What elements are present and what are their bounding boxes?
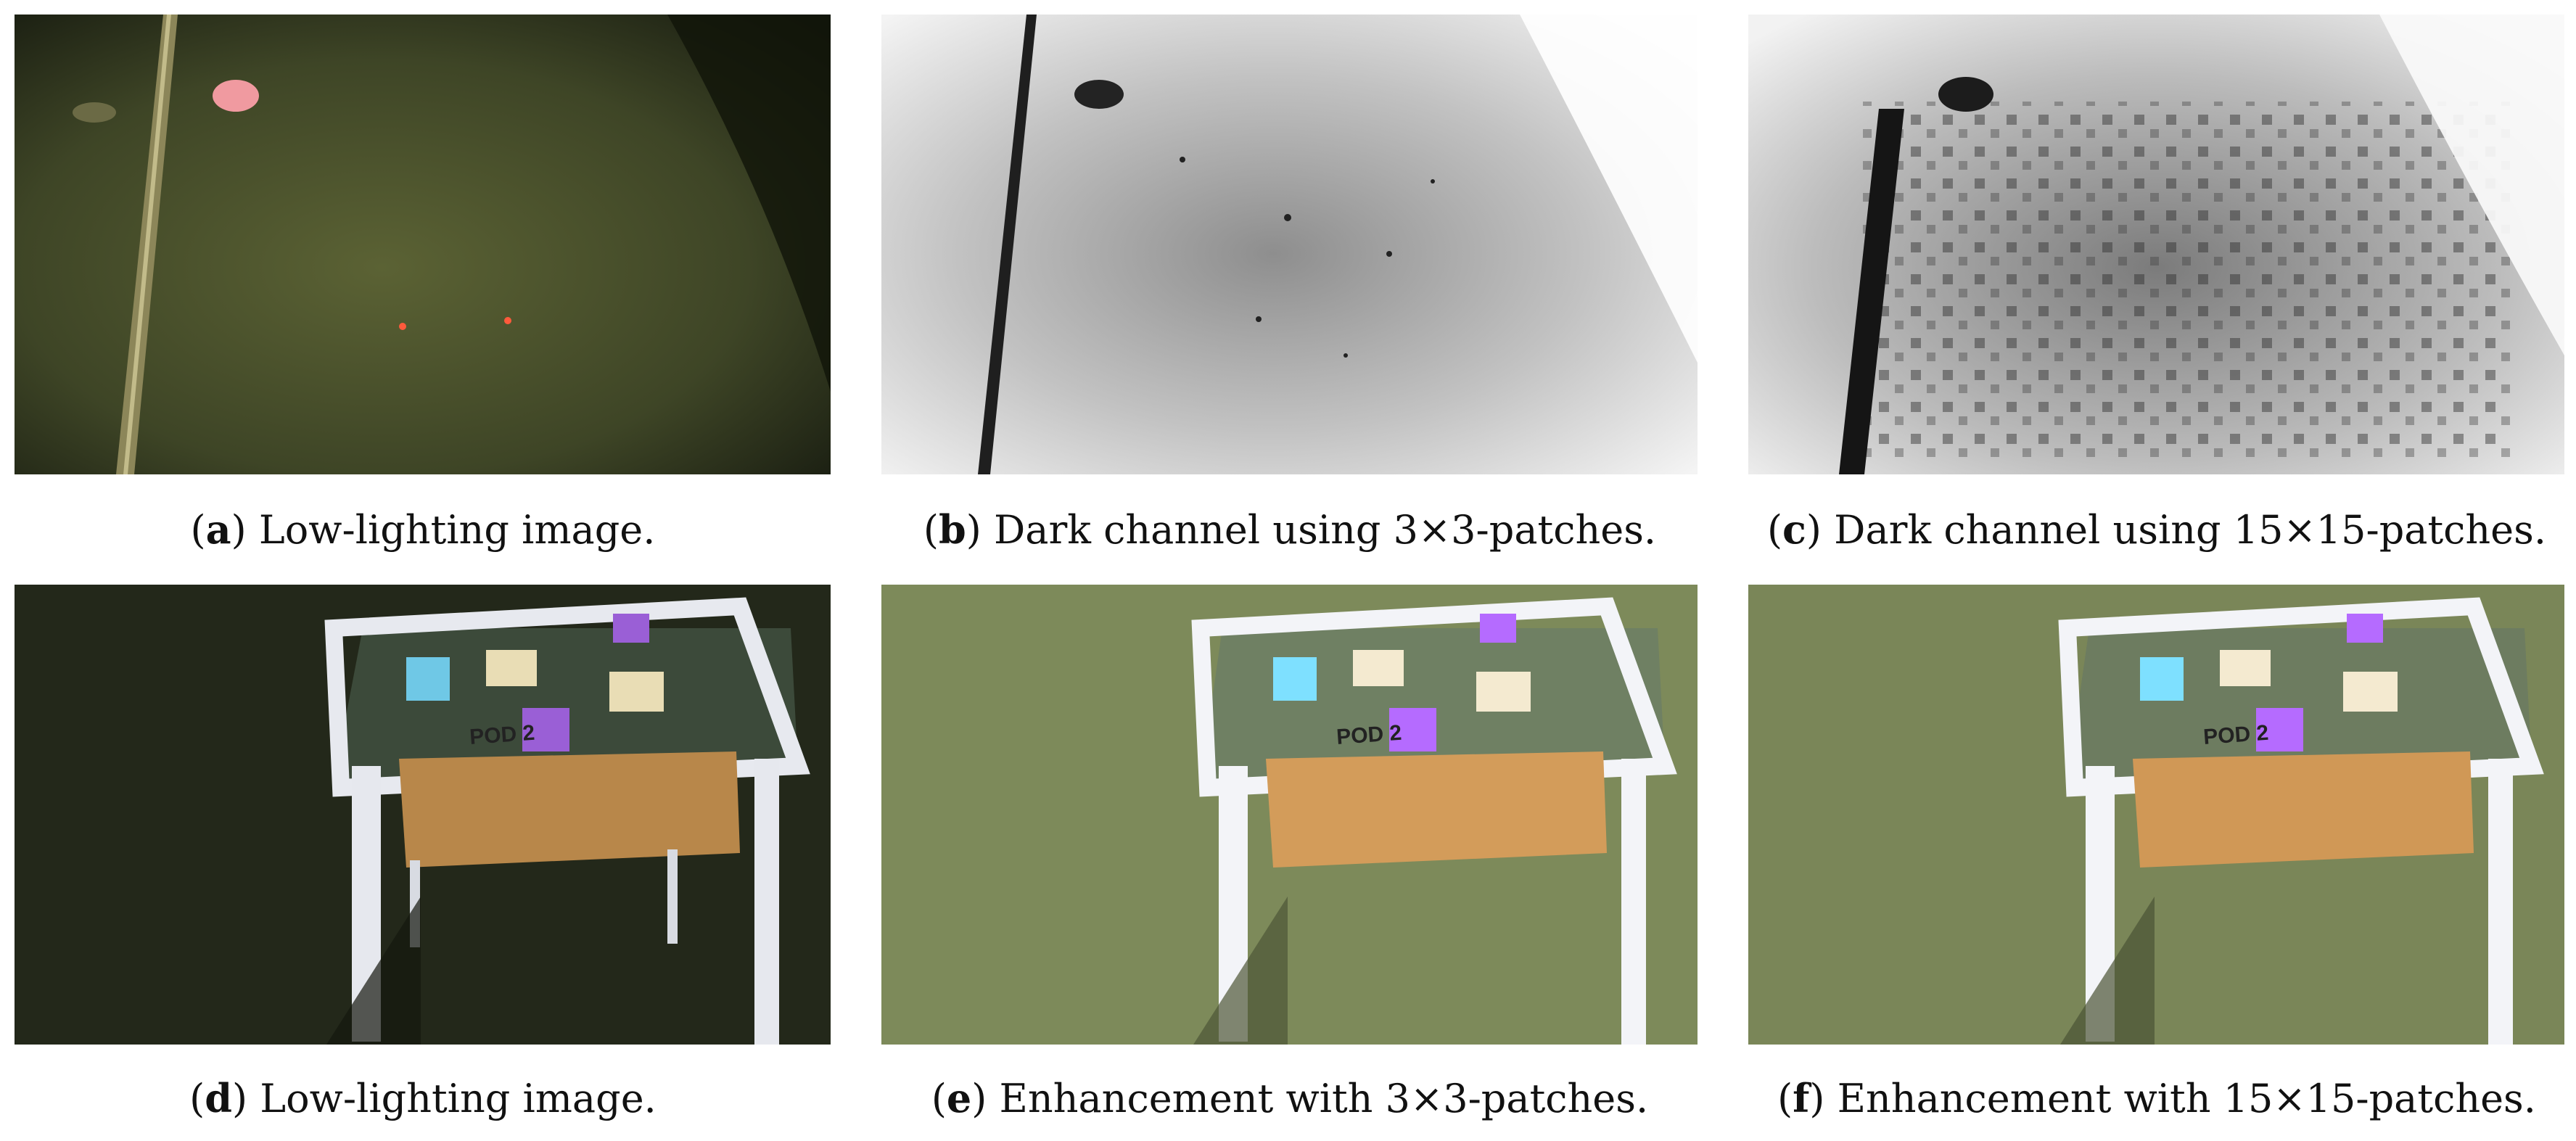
- lander-photo-icon: POD 2: [15, 585, 831, 1045]
- caption-f: (f) Enhancement with 15×15-patches.: [1777, 1075, 2536, 1121]
- lander-text: POD 2: [469, 721, 535, 749]
- dark-channel-icon: [881, 15, 1698, 474]
- lander-text: POD 2: [1336, 721, 1402, 749]
- panel-d-image: POD 2: [15, 585, 831, 1045]
- lander-photo-icon: POD 2: [1748, 585, 2564, 1045]
- caption-c: (c) Dark channel using 15×15-patches.: [1766, 506, 2547, 553]
- caption-e: (e) Enhancement with 3×3-patches.: [931, 1075, 1649, 1121]
- panel-a-image: [15, 15, 831, 474]
- panel-c-image: [1748, 15, 2564, 474]
- dark-channel-icon: [1748, 15, 2564, 474]
- caption-b: (b) Dark channel using 3×3-patches.: [923, 506, 1657, 553]
- lander-photo-icon: POD 2: [881, 585, 1698, 1045]
- caption-d: (d) Low-lighting image.: [189, 1075, 657, 1121]
- panel-e-image: POD 2: [881, 585, 1698, 1045]
- caption-a: (a) Low-lighting image.: [190, 506, 656, 553]
- panel-f-image: POD 2: [1748, 585, 2564, 1045]
- lander-text: POD 2: [2202, 721, 2269, 749]
- panel-b-image: [881, 15, 1698, 474]
- seafloor-photo-icon: [15, 15, 831, 474]
